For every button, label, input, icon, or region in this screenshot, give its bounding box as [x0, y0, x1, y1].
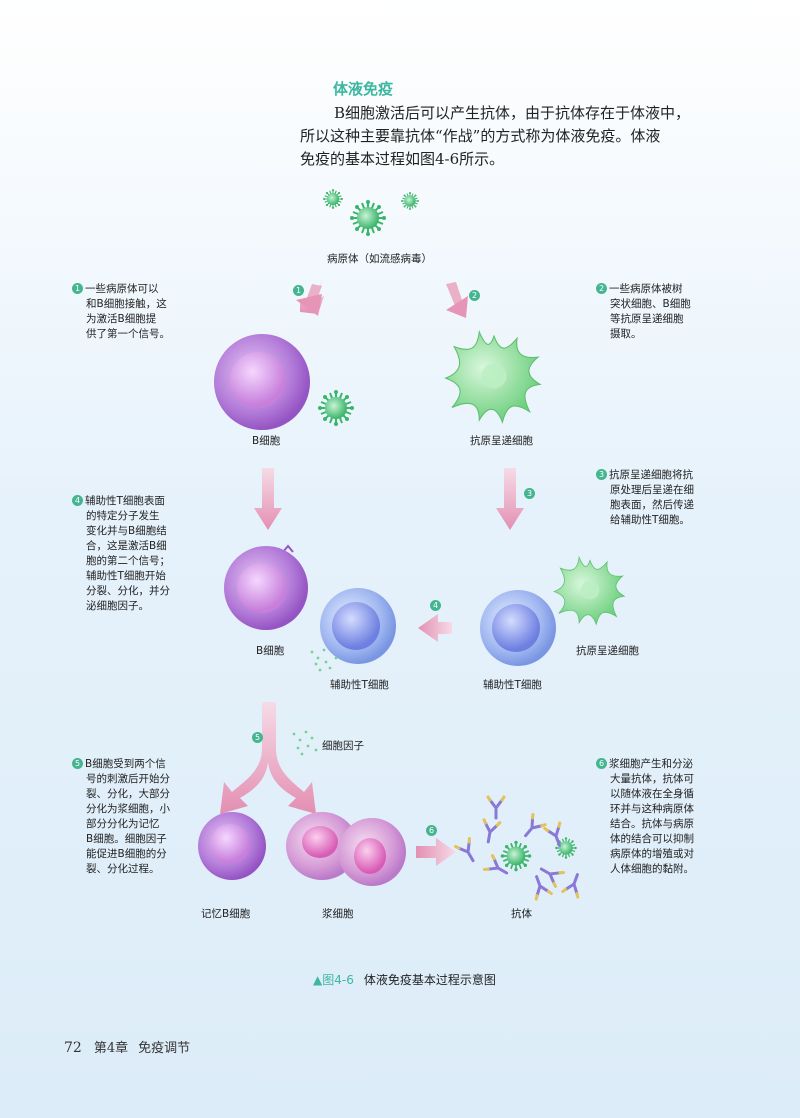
label-b-cell-1: B细胞 — [252, 435, 281, 447]
cytokine-dots-1 — [310, 648, 338, 672]
intro-line-1: B细胞激活后可以产生抗体，由于抗体存在于体液中， — [334, 104, 691, 122]
label-apc-1: 抗原呈递细胞 — [470, 435, 533, 447]
label-helper-t-2: 辅助性T细胞 — [483, 679, 542, 691]
figure-caption-text: 体液免疫基本过程示意图 — [363, 973, 496, 987]
note-1-number: 1 — [72, 283, 83, 294]
step-2-marker: 2 — [469, 290, 480, 301]
label-b-cell-2: B细胞 — [256, 645, 285, 657]
arrow-step-2 — [446, 282, 468, 318]
chapter-number: 第4章 — [93, 1041, 129, 1056]
section-title: 体液免疫 — [333, 80, 394, 98]
arrow-b-down — [254, 468, 282, 530]
step-6-marker: 6 — [426, 825, 437, 836]
plasma-cell-illustration — [286, 812, 406, 886]
label-cytokine: 细胞因子 — [322, 740, 364, 752]
arrow-step-6 — [416, 838, 456, 866]
cytokine-dots-2 — [292, 730, 318, 756]
label-memory-b: 记忆B细胞 — [201, 908, 251, 920]
arrow-step-1 — [296, 280, 324, 316]
figure-caption: ▲图4-6 体液免疫基本过程示意图 — [313, 971, 496, 988]
label-plasma: 浆细胞 — [322, 908, 354, 920]
chapter-title: 免疫调节 — [138, 1041, 191, 1056]
memory-b-cell-illustration — [198, 812, 266, 880]
helper-t-cell-illustration-2 — [480, 590, 556, 666]
page-footer: 72 第4章免疫调节 — [64, 1037, 190, 1056]
pathogen-cluster — [322, 188, 420, 237]
step-3-marker: 3 — [524, 488, 535, 499]
label-apc-2: 抗原呈递细胞 — [576, 645, 639, 657]
intro-line-2: 所以这种主要靠抗体“作战”的方式称为体液免疫。体液 — [300, 127, 661, 145]
intro-line-3: 免疫的基本过程如图4-6所示。 — [300, 150, 505, 168]
intro-paragraph: B细胞激活后可以产生抗体，由于抗体存在于体液中， 所以这种主要靠抗体“作战”的方… — [300, 102, 730, 171]
step-5-marker: 5 — [252, 732, 263, 743]
apc-illustration-1 — [445, 331, 541, 423]
antibody-cluster — [454, 795, 587, 901]
arrow-step-5 — [220, 702, 316, 814]
b-cell-illustration-1 — [214, 334, 355, 430]
step-1-marker: 1 — [293, 285, 304, 296]
label-helper-t-1: 辅助性T细胞 — [330, 679, 389, 691]
label-pathogen: 病原体（如流感病毒） — [327, 253, 432, 265]
label-antibody: 抗体 — [511, 908, 532, 920]
b-cell-illustration-2 — [224, 544, 308, 630]
step-4-marker: 4 — [430, 600, 441, 611]
figure-number: ▲图4-6 — [313, 973, 354, 987]
page-number: 72 — [64, 1040, 82, 1056]
arrow-step-3 — [496, 468, 524, 530]
helper-t-cell-illustration-1 — [320, 588, 396, 664]
arrow-step-4 — [418, 614, 452, 642]
apc-illustration-2 — [553, 556, 625, 625]
